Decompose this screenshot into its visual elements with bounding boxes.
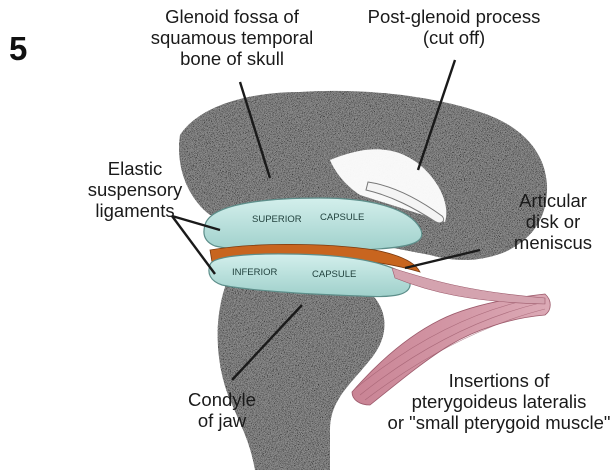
- label-glenoid-fossa: Glenoid fossa of squamous temporal bone …: [148, 6, 316, 69]
- superior-capsule-label: SUPERIOR: [252, 214, 302, 225]
- label-insertions: Insertions of pterygoideus lateralis or …: [385, 370, 613, 433]
- figure-number: 5: [9, 30, 27, 68]
- superior-capsule-label-2: CAPSULE: [320, 212, 364, 223]
- inferior-capsule-label-2: CAPSULE: [312, 269, 356, 280]
- label-post-glenoid: Post-glenoid process (cut off): [354, 6, 554, 48]
- label-elastic-ligaments: Elastic suspensory ligaments: [82, 158, 188, 221]
- label-condyle: Condyle of jaw: [180, 389, 264, 431]
- label-articular-disk: Articular disk or meniscus: [492, 190, 614, 253]
- pterygoid-upper-head: [392, 268, 545, 304]
- inferior-capsule-label: INFERIOR: [232, 267, 278, 278]
